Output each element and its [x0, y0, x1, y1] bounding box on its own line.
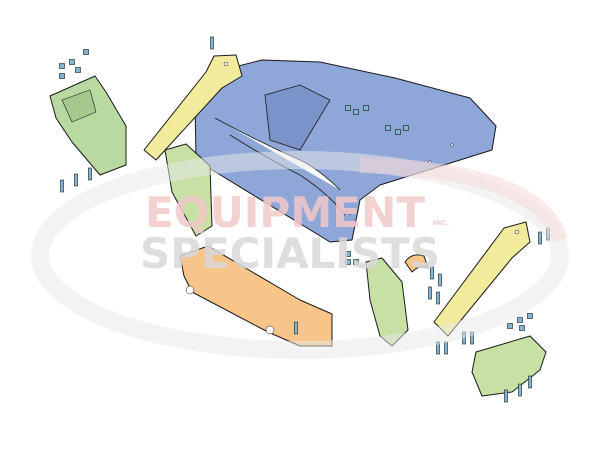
- nut-icon: [353, 259, 359, 265]
- receiver[interactable]: [179, 245, 333, 347]
- bolt-icon: [470, 331, 474, 345]
- nut-icon: [83, 49, 89, 55]
- bolt-icon: [428, 286, 432, 300]
- nut-icon: [59, 63, 65, 69]
- mount-bracket-upper-left[interactable]: [49, 75, 127, 176]
- nut-icon: [527, 313, 533, 319]
- nut-icon: [353, 109, 359, 115]
- bolt-icon: [210, 36, 214, 50]
- nut-icon: [403, 125, 409, 131]
- bolt-icon: [436, 291, 440, 305]
- nut-icon: [517, 317, 523, 323]
- bolt-icon: [528, 375, 532, 389]
- nut-icon: [75, 67, 81, 73]
- nut-icon: [507, 323, 513, 329]
- spacer[interactable]: [404, 254, 429, 273]
- nut-icon: [345, 105, 351, 111]
- nut-icon: [345, 251, 351, 257]
- bolt-icon: [444, 341, 448, 355]
- bolt-icon: [430, 266, 434, 280]
- bolt-icon: [462, 331, 466, 345]
- nut-icon: [59, 73, 65, 79]
- watermark-suffix: INC.: [433, 219, 449, 227]
- bolt-icon: [74, 173, 78, 187]
- nut-icon: [385, 125, 391, 131]
- frame[interactable]: [194, 59, 497, 243]
- mount-bracket-lower-right[interactable]: [471, 335, 547, 397]
- nut-icon: [519, 325, 525, 331]
- mount-bracket-center-right[interactable]: [365, 257, 409, 347]
- bolt-icon: [436, 341, 440, 355]
- bolt-icon: [88, 167, 92, 181]
- bolt-icon: [538, 231, 542, 245]
- bolt-icon: [518, 383, 522, 397]
- bolt-icon: [294, 321, 298, 335]
- bolt-icon: [546, 227, 550, 241]
- bolt-icon: [438, 273, 442, 287]
- bolt-icon: [504, 389, 508, 403]
- push-arm-right[interactable]: [433, 221, 531, 337]
- push-arm-left[interactable]: [143, 54, 243, 161]
- nut-icon: [395, 129, 401, 135]
- nut-icon: [363, 105, 369, 111]
- bolt-icon: [60, 179, 64, 193]
- nut-icon: [69, 59, 75, 65]
- nut-icon: [345, 259, 351, 265]
